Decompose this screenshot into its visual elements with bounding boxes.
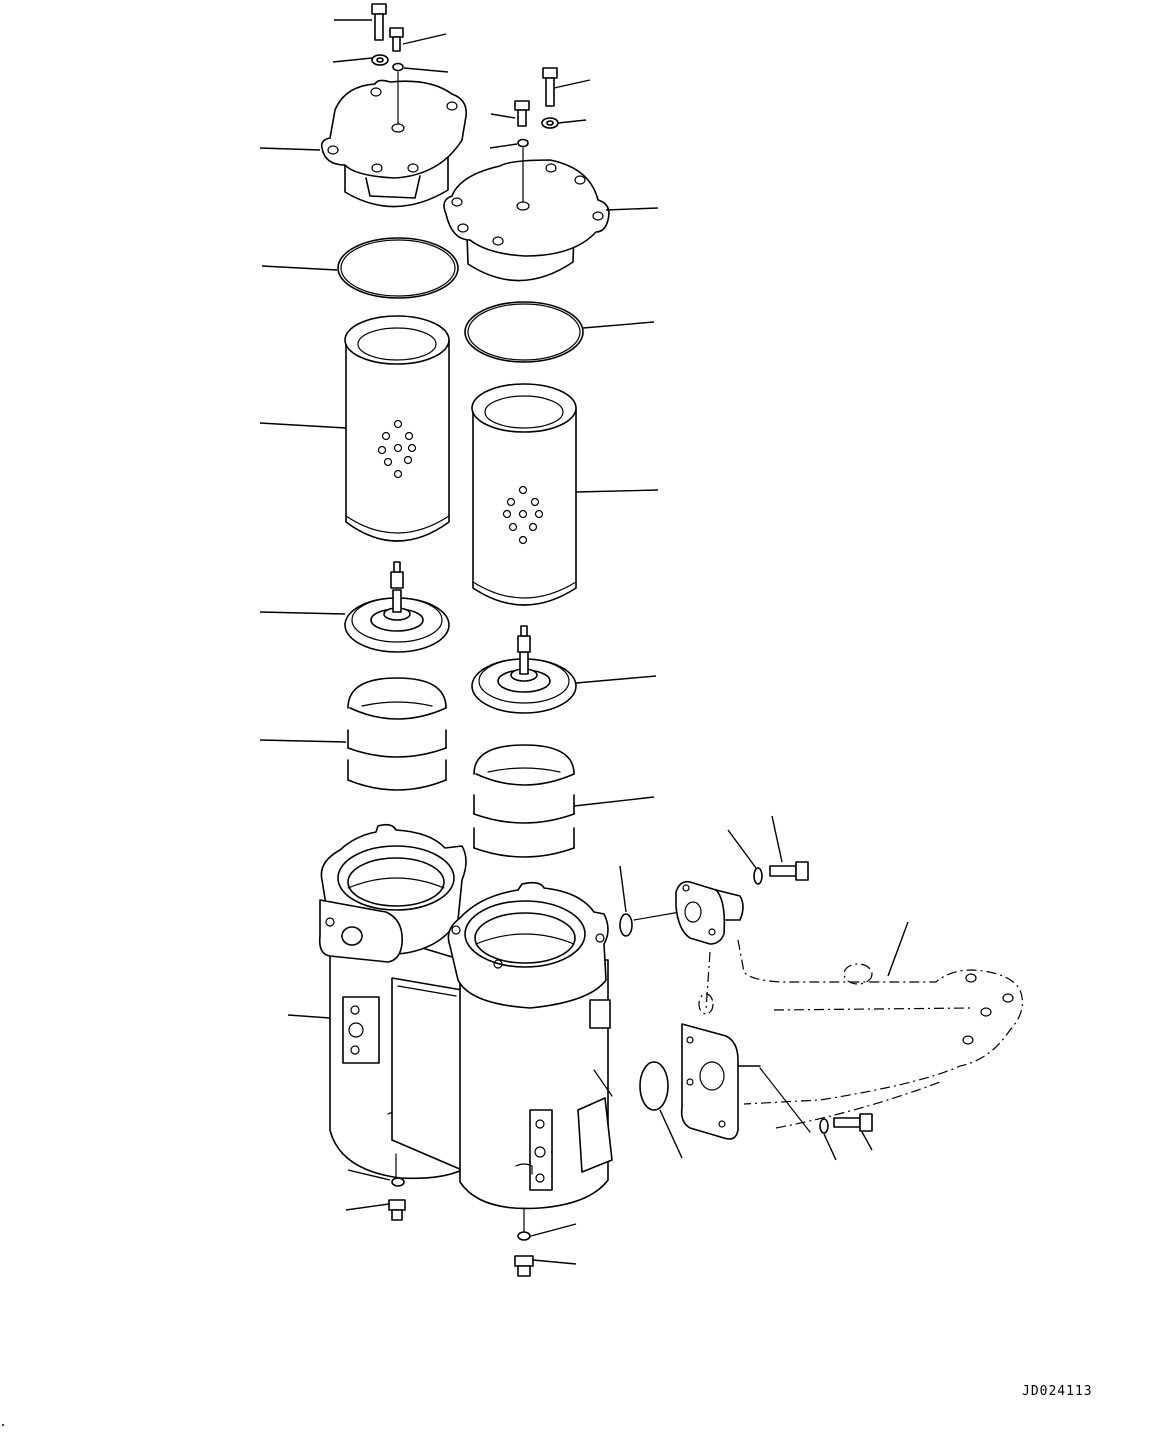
right-top-bolt-short	[490, 100, 530, 127]
left-seal-ring	[261, 237, 459, 299]
pipe-bracket-phantom	[698, 921, 1023, 1129]
right-drain-o-ring	[517, 1223, 577, 1241]
filter-housing	[287, 823, 613, 1233]
left-top-bolt-short	[389, 27, 447, 52]
left-top-washer	[332, 54, 389, 66]
right-filter-element	[471, 383, 659, 606]
corner-mark	[2, 1424, 4, 1426]
right-top-o-ring	[489, 138, 529, 149]
right-seal-ring	[464, 301, 655, 363]
left-filter-element	[259, 315, 450, 542]
left-filter-holes	[377, 419, 417, 479]
outlet-o-ring	[619, 865, 681, 937]
left-top-bolt-long	[334, 3, 387, 41]
right-spring	[473, 744, 655, 858]
inlet-o-ring	[639, 1061, 683, 1159]
lower-bracket-bolt	[759, 1067, 873, 1161]
right-drain-plug	[514, 1255, 577, 1277]
left-drain-o-ring	[347, 1169, 405, 1187]
right-filter-holes	[502, 485, 544, 545]
right-valve-assembly	[471, 625, 657, 714]
left-top-o-ring	[392, 62, 449, 73]
left-spring	[259, 677, 447, 791]
left-drain-plug	[345, 1199, 406, 1221]
upper-pipe-flange	[675, 880, 744, 945]
left-valve-assembly	[259, 561, 450, 653]
left-filter-cover	[259, 71, 468, 208]
right-filter-cover	[443, 147, 659, 282]
right-top-washer	[541, 117, 587, 129]
right-top-bolt-long	[542, 67, 591, 107]
lower-pipe-flange	[680, 1023, 761, 1140]
drawing-id-label: JD024113	[1022, 1384, 1093, 1399]
upper-bracket-bolt	[727, 815, 809, 885]
